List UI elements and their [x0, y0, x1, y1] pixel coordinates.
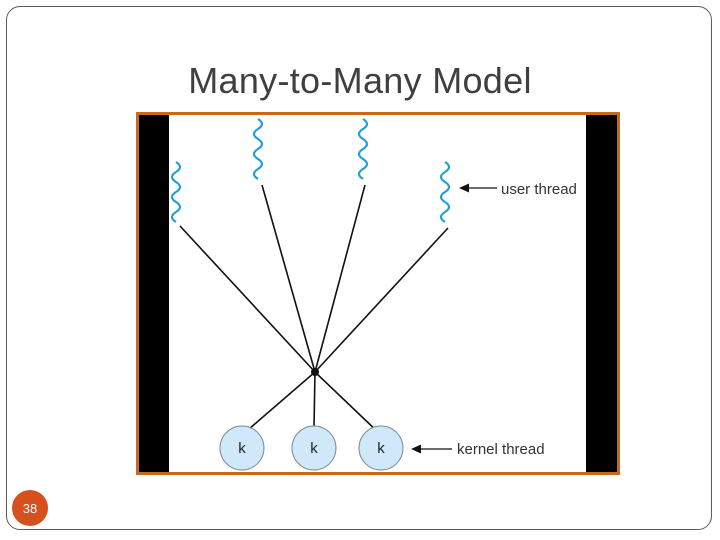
kernel-thread-1 — [219, 425, 265, 471]
kernel-thread-label: kernel thread — [457, 441, 545, 458]
user-thread-2-link — [261, 184, 316, 373]
many-to-many-diagram: k k k user thread kernel thread — [170, 118, 577, 471]
user-thread-1-link — [179, 225, 316, 373]
slide-title: Many-to-Many Model — [188, 60, 532, 101]
kernel-thread-3-label: k — [377, 440, 385, 457]
kernel-thread-1-label: k — [238, 440, 246, 457]
junction-node — [311, 368, 319, 376]
kernel-thread-2-label: k — [310, 440, 318, 457]
user-thread-2-wave — [252, 118, 264, 180]
page-number-badge: 38 — [12, 490, 48, 526]
kernel-thread-3 — [358, 425, 404, 471]
user-thread-4-wave — [439, 161, 451, 223]
right-border-bar — [586, 115, 617, 472]
kernel-thread-2-link — [313, 371, 316, 428]
diagram-figure: k k k user thread kernel thread — [136, 112, 620, 475]
kernel-thread-3-link — [314, 371, 382, 436]
user-thread-3-link — [314, 184, 366, 373]
user-thread-1-wave — [170, 161, 182, 223]
kernel-thread-2 — [291, 425, 337, 471]
kernel-thread-1-link — [241, 371, 316, 436]
user-thread-arrow-head — [459, 183, 469, 193]
kernel-thread-arrow-head — [411, 444, 421, 454]
left-border-bar — [139, 115, 169, 472]
user-thread-3-wave — [357, 118, 369, 180]
user-thread-4-link — [314, 227, 449, 373]
user-thread-label: user thread — [501, 181, 577, 198]
